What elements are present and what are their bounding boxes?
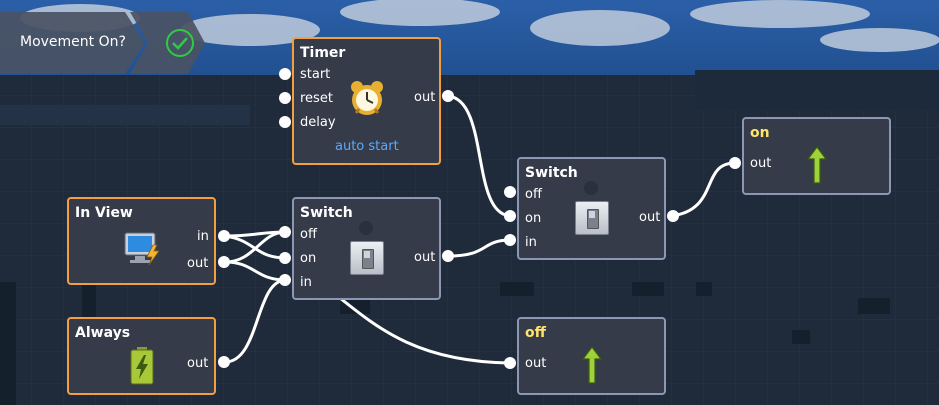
always-node[interactable]: Always out (67, 317, 216, 395)
in-view-node[interactable]: In View in out (67, 197, 216, 285)
in-view-port-in[interactable]: in (197, 229, 209, 244)
off-port-out[interactable]: out (525, 356, 547, 371)
always-title: Always (75, 325, 131, 341)
timer-in-delay-connector[interactable] (279, 116, 291, 128)
switch2-port-in[interactable]: in (525, 235, 537, 250)
on-port-out[interactable]: out (750, 156, 772, 171)
switch1-in-off-connector[interactable] (279, 226, 291, 238)
off-node[interactable]: off out (517, 317, 666, 395)
toggle-switch-icon[interactable] (575, 201, 609, 235)
switch2-in-on-connector[interactable] (504, 210, 516, 222)
up-arrow-icon (581, 346, 603, 384)
switch1-port-off[interactable]: off (300, 227, 317, 242)
timer-auto-start[interactable]: auto start (335, 139, 399, 154)
in-view-title: In View (75, 205, 133, 221)
switch1-out-connector[interactable] (442, 250, 454, 262)
off-in-connector[interactable] (504, 357, 516, 369)
switch1-port-in[interactable]: in (300, 275, 312, 290)
in-view-out-connector[interactable] (218, 256, 230, 268)
switch2-out-connector[interactable] (667, 210, 679, 222)
check-circle-icon (166, 29, 194, 57)
always-out-connector[interactable] (218, 356, 230, 368)
switch1-port-on[interactable]: on (300, 251, 317, 266)
up-arrow-icon (806, 146, 828, 184)
always-port-out[interactable]: out (187, 356, 209, 371)
timer-in-start-connector[interactable] (279, 68, 291, 80)
switch1-title: Switch (300, 205, 353, 221)
switch1-in-on-connector[interactable] (279, 252, 291, 264)
switch2-port-on[interactable]: on (525, 211, 542, 226)
switch2-title: Switch (525, 165, 578, 181)
timer-port-delay[interactable]: delay (300, 115, 336, 130)
timer-port-reset[interactable]: reset (300, 91, 333, 106)
timer-port-start[interactable]: start (300, 67, 331, 82)
switch-node-1[interactable]: Switch off on in out (292, 197, 441, 300)
monitor-icon (124, 232, 160, 266)
switch1-port-out[interactable]: out (414, 250, 436, 265)
timer-in-reset-connector[interactable] (279, 92, 291, 104)
battery-icon (130, 347, 154, 385)
alarm-clock-icon (351, 81, 383, 115)
switch2-port-out[interactable]: out (639, 210, 661, 225)
timer-port-out[interactable]: out (414, 90, 436, 105)
in-view-in-connector[interactable] (218, 230, 230, 242)
switch1-in-in-connector[interactable] (279, 274, 291, 286)
on-node[interactable]: on out (742, 117, 891, 195)
in-view-port-out[interactable]: out (187, 256, 209, 271)
timer-title: Timer (300, 45, 346, 61)
switch2-in-in-connector[interactable] (504, 234, 516, 246)
on-title: on (750, 125, 770, 141)
banner-label: Movement On? (20, 34, 126, 50)
on-in-connector[interactable] (729, 157, 741, 169)
off-title: off (525, 325, 546, 341)
switch2-indicator (584, 181, 598, 195)
timer-node[interactable]: Timer start reset delay out auto start (292, 37, 441, 165)
switch1-indicator (359, 221, 373, 235)
switch2-in-off-connector[interactable] (504, 186, 516, 198)
toggle-switch-icon[interactable] (350, 241, 384, 275)
timer-out-connector[interactable] (442, 90, 454, 102)
switch2-port-off[interactable]: off (525, 187, 542, 202)
switch-node-2[interactable]: Switch off on in out (517, 157, 666, 260)
